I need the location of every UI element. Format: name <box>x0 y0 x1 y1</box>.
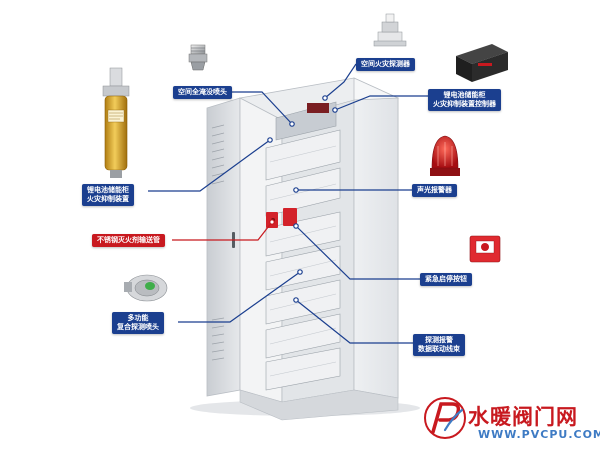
label-emergency-stop-text: 紧急启停按钮 <box>425 275 467 283</box>
label-multi-nozzle: 多功能 复合探测喷头 <box>112 312 164 334</box>
multi-nozzle-image <box>124 274 168 302</box>
label-battery-controller: 锂电池储能柜 火灾抑制装置控制器 <box>428 89 501 111</box>
label-emergency-stop: 紧急启停按钮 <box>420 273 472 286</box>
label-space-detector-text: 空间火灾探测器 <box>361 60 410 68</box>
label-steel-pipe: 不锈钢灭火剂输送管 <box>92 234 165 247</box>
label-alarm-text: 声光报警器 <box>417 186 452 194</box>
label-steel-pipe-text: 不锈钢灭火剂输送管 <box>97 236 160 244</box>
label-suppression-device: 锂电池储能柜 火灾抑制装置 <box>82 184 134 206</box>
label-space-nozzle: 空间全淹没喷头 <box>173 86 232 99</box>
watermark-logo-mark <box>424 397 466 439</box>
suppression-device-image <box>102 67 130 178</box>
label-detection-line: 探测报警 数据联动线束 <box>413 334 465 356</box>
space-detector-image <box>373 13 407 47</box>
battery-cabinet <box>190 77 420 421</box>
label-detection-line-line1: 探测报警 <box>425 336 453 344</box>
vent-slots <box>211 124 225 361</box>
label-battery-controller-line1: 锂电池储能柜 <box>443 91 486 99</box>
watermark-en: WWW.PVCPU.COM <box>478 428 600 441</box>
label-suppression-device-line1: 锂电池储能柜 <box>87 186 129 194</box>
label-alarm: 声光报警器 <box>412 184 457 197</box>
label-battery-controller-line2: 火灾抑制装置控制器 <box>433 100 496 108</box>
label-space-nozzle-text: 空间全淹没喷头 <box>178 88 227 96</box>
alarm-image <box>430 135 460 176</box>
controller-box-image <box>456 44 508 82</box>
label-suppression-device-line2: 火灾抑制装置 <box>87 195 129 203</box>
watermark-cn: 水暖阀门网 <box>468 405 578 429</box>
label-multi-nozzle-line2: 复合探测喷头 <box>117 323 159 331</box>
leader-lines <box>148 63 428 344</box>
space-nozzle-image <box>188 44 208 71</box>
label-space-detector: 空间火灾探测器 <box>356 58 415 71</box>
label-detection-line-line2: 数据联动线束 <box>418 345 460 353</box>
label-multi-nozzle-line1: 多功能 <box>127 314 149 322</box>
emergency-button-image <box>469 235 501 263</box>
leader-dots <box>267 95 338 303</box>
